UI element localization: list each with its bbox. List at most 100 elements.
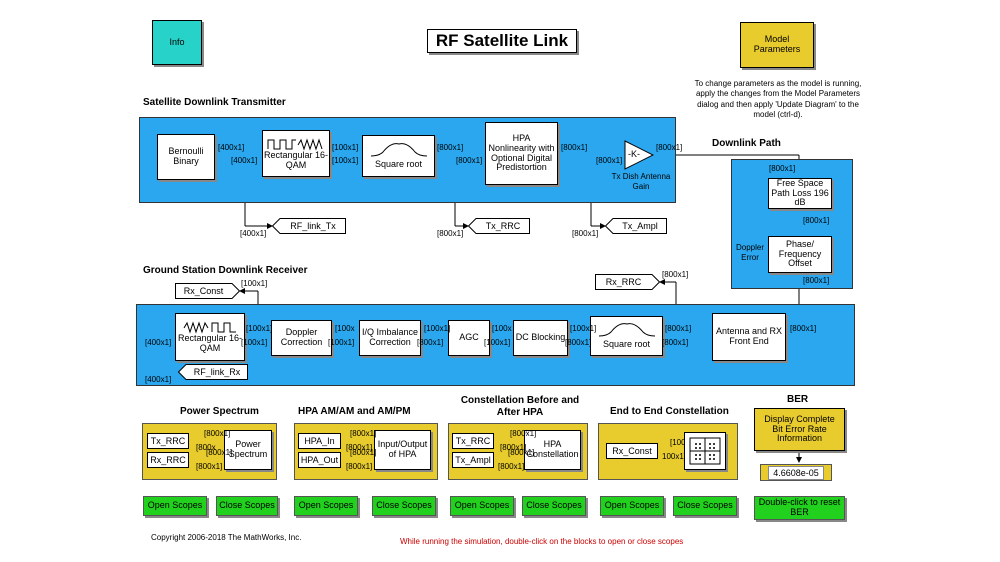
dim-label: [800x1] xyxy=(790,324,817,333)
dim-label: [800x1] xyxy=(456,156,483,165)
dim-label: [100x xyxy=(492,324,512,333)
iq-label: I/Q Imbalance Correction xyxy=(361,327,419,347)
e2e-close-scopes-button[interactable]: Close Scopes xyxy=(673,496,737,516)
reset-ber-button[interactable]: Double-click to reset BER xyxy=(754,496,845,520)
doppler-correction-label: Doppler Correction xyxy=(280,327,323,347)
doppler-correction-block[interactable]: Doppler Correction xyxy=(271,320,332,356)
bernoulli-binary-block[interactable]: Bernoulli Binary xyxy=(157,134,215,180)
gain-triangle-icon xyxy=(624,140,655,170)
hpa-constellation-scope-block[interactable]: HPA Constellation xyxy=(524,430,581,470)
close-label: Close Scopes xyxy=(376,500,432,511)
goto-tag-rf-link-rx[interactable]: RF_link_Rx xyxy=(178,364,248,380)
hpa-io-scope-block[interactable]: Input/Output of HPA xyxy=(374,430,431,470)
dim-label: [100 xyxy=(670,438,686,447)
dim-label: [800x1] xyxy=(769,164,796,173)
tag-label: HPA_Out xyxy=(300,455,339,465)
dim-label: [400x1] xyxy=(218,143,245,152)
tag-label: HPA_In xyxy=(304,436,335,446)
dim-label: [800x1] xyxy=(417,338,444,347)
power-block-label: Power Spectrum xyxy=(228,439,268,459)
receiver-title: Ground Station Downlink Receiver xyxy=(143,265,308,276)
hpa-nonlinearity-block[interactable]: HPA Nonlinearity with Optional Digital P… xyxy=(485,122,558,185)
tx-square-root-block[interactable]: Square root xyxy=(362,135,435,177)
downlink-title: Downlink Path xyxy=(712,138,781,149)
from-tag-tx-ampl-2[interactable]: Tx_Ampl xyxy=(452,452,494,468)
dim-label: [800x1] xyxy=(665,324,692,333)
rx-qam-label: Rectangular 16-QAM xyxy=(177,333,243,353)
tag-label: RF_link_Tx xyxy=(290,221,336,231)
gain-value: -K- xyxy=(628,149,640,159)
tag-shape-icon xyxy=(298,452,341,468)
hpa-open-scopes-button[interactable]: Open Scopes xyxy=(294,496,358,516)
from-tag-rx-rrc[interactable]: Rx_RRC xyxy=(147,452,189,468)
dim-label: [100x1] xyxy=(241,279,268,288)
constellation-open-scopes-button[interactable]: Open Scopes xyxy=(450,496,514,516)
dim-label: [800x1] xyxy=(346,443,373,452)
from-tag-tx-rrc-2[interactable]: Tx_RRC xyxy=(452,433,494,449)
dim-label: [800x1] xyxy=(596,156,623,165)
constellation-icon xyxy=(689,437,721,465)
rx-square-root-block[interactable]: Square root xyxy=(590,316,663,356)
from-tag-hpa-in[interactable]: HPA_In xyxy=(298,433,341,449)
e2e-open-scopes-button[interactable]: Open Scopes xyxy=(600,496,664,516)
rx-qam-demodulator-block[interactable]: Rectangular 16-QAM xyxy=(175,313,245,361)
model-parameters-button[interactable]: Model Parameters xyxy=(740,22,814,68)
power-close-scopes-button[interactable]: Close Scopes xyxy=(216,496,278,516)
dim-label: [800x1] xyxy=(508,448,535,457)
dim-label: [100x1] xyxy=(332,143,359,152)
dim-label: [800x1] xyxy=(662,270,689,279)
dim-label: [800x1] xyxy=(206,448,233,457)
hpa-amam-title: HPA AM/AM and AM/PM xyxy=(298,406,411,417)
open-label: Open Scopes xyxy=(604,500,660,511)
dim-label: [800x1] xyxy=(803,216,830,225)
goto-tag-tx-ampl[interactable]: Tx_Ampl xyxy=(605,218,667,234)
free-space-path-loss-block[interactable]: Free Space Path Loss 196 dB xyxy=(768,178,832,209)
dim-label: [800x1] xyxy=(350,429,377,438)
dim-label: 100x1] xyxy=(662,452,687,461)
from-tag-hpa-out[interactable]: HPA_Out xyxy=(298,452,341,468)
power-open-scopes-button[interactable]: Open Scopes xyxy=(143,496,207,516)
agc-block[interactable]: AGC xyxy=(448,320,490,356)
dc-blocking-block[interactable]: DC Blocking xyxy=(513,320,568,356)
iq-imbalance-correction-block[interactable]: I/Q Imbalance Correction xyxy=(359,320,421,356)
tag-shape-icon xyxy=(147,452,189,468)
constellation-diagram-block[interactable] xyxy=(684,432,726,470)
goto-tag-rf-link-tx[interactable]: RF_link_Tx xyxy=(272,218,346,234)
qam-waveform-icon xyxy=(183,321,236,334)
copyright: Copyright 2006-2018 The MathWorks, Inc. xyxy=(151,533,302,542)
info-button[interactable]: Info xyxy=(152,20,202,65)
from-tag-rx-const[interactable]: Rx_Const xyxy=(606,443,658,459)
hpa-constellation-title-text: Constellation Before and After HPA xyxy=(460,395,580,418)
tx-gain-block[interactable]: -K- xyxy=(624,140,655,170)
tag-shape-icon xyxy=(175,283,240,299)
dim-label: [100x1] xyxy=(332,156,359,165)
tx-qam-modulator-block[interactable]: Rectangular 16-QAM xyxy=(262,130,330,177)
dim-label: [800x1] xyxy=(656,143,683,152)
rrc-pulse-icon xyxy=(598,323,655,337)
tag-label: Tx_Ampl xyxy=(622,221,658,231)
dim-label: [800x1] xyxy=(803,276,830,285)
tag-label: Tx_Ampl xyxy=(455,455,491,465)
close-label: Close Scopes xyxy=(526,500,582,511)
open-label: Open Scopes xyxy=(147,500,203,511)
tag-shape-icon xyxy=(272,218,346,234)
dim-label: [800x1] xyxy=(196,462,223,471)
tag-shape-icon xyxy=(468,218,530,234)
transmitter-title: Satellite Downlink Transmitter xyxy=(143,97,286,108)
phase-frequency-offset-block[interactable]: Phase/ Frequency Offset xyxy=(768,236,832,273)
tag-shape-icon xyxy=(452,433,494,449)
dim-label: [800x1] xyxy=(572,229,599,238)
goto-tag-rx-rrc[interactable]: Rx_RRC xyxy=(595,274,660,290)
power-spectrum-scope-block[interactable]: Power Spectrum xyxy=(224,430,272,470)
tag-shape-icon xyxy=(595,274,660,290)
rx-sqrt-label: Square root xyxy=(602,339,651,350)
constellation-close-scopes-button[interactable]: Close Scopes xyxy=(522,496,586,516)
hpa-close-scopes-button[interactable]: Close Scopes xyxy=(372,496,436,516)
ber-display-button[interactable]: Display Complete Bit Error Rate Informat… xyxy=(754,408,845,451)
doppler-error-label: Doppler Error xyxy=(735,243,764,263)
tag-label: Tx_RRC xyxy=(455,436,491,446)
goto-tag-tx-rrc[interactable]: Tx_RRC xyxy=(468,218,530,234)
antenna-rx-front-end-block[interactable]: Antenna and RX Front End xyxy=(712,313,786,361)
goto-tag-rx-const[interactable]: Rx_Const xyxy=(175,283,240,299)
from-tag-tx-rrc[interactable]: Tx_RRC xyxy=(147,433,189,449)
